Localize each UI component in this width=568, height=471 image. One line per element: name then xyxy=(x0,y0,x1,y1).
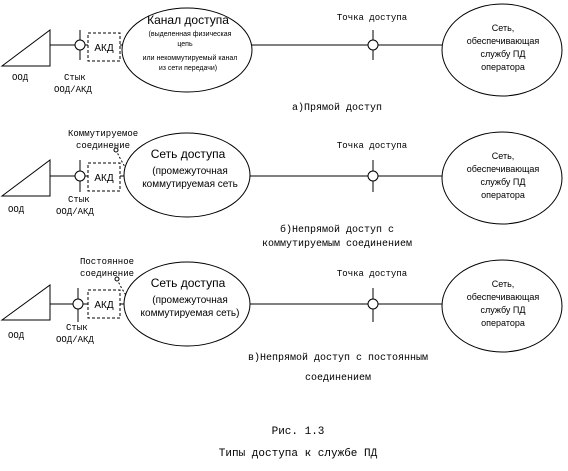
caption-c-1: в)Непрямой доступ с постоянным xyxy=(248,352,428,364)
caption-b-1: б)Непрямой доступ с xyxy=(280,223,394,236)
operator-net-b-2: обеспечивающая xyxy=(467,164,540,174)
permanent-connection-label-2: соединение xyxy=(80,269,134,279)
operator-net-a-4: оператора xyxy=(481,62,525,72)
access-network-sub-c-2: коммутируемая сеть) xyxy=(141,308,240,319)
access-network-sub-b-2: коммутируемая сеть xyxy=(142,179,238,190)
switched-connection-label-2: соединение xyxy=(76,141,130,151)
operator-network-c xyxy=(441,259,563,353)
access-channel-sub-3: или некоммутируемый канал xyxy=(143,54,238,62)
access-network-title-c: Сеть доступа xyxy=(151,276,226,290)
operator-net-a-2: обеспечивающая xyxy=(467,36,540,46)
access-point-a xyxy=(367,39,379,51)
operator-network-b xyxy=(441,131,563,225)
ood-label-c: ООД xyxy=(8,331,25,341)
akd-label-c: АКД xyxy=(94,300,113,311)
operator-net-c-3: службу ПД xyxy=(481,305,526,315)
akd-box-c xyxy=(87,289,121,319)
operator-net-c-1: Сеть, xyxy=(492,279,515,289)
ood-terminal-b xyxy=(0,159,51,197)
access-point-c xyxy=(367,298,379,310)
joint-point-b xyxy=(74,170,86,182)
access-network-sub-c-1: (промежуточная xyxy=(152,295,228,306)
switched-connection-label-1: Коммутируемое xyxy=(68,129,138,139)
operator-net-a-1: Сеть, xyxy=(492,23,515,33)
switched-connection-marker xyxy=(113,147,119,153)
caption-c-2: соединением xyxy=(305,373,371,384)
access-network-sub-b-1: (промежуточная xyxy=(152,166,228,177)
diagram-b: Коммутируемое соединение ООД Стык ООД/АК… xyxy=(0,129,563,250)
operator-net-b-1: Сеть, xyxy=(492,151,515,161)
ood-terminal-a xyxy=(0,29,51,67)
akd-box-b xyxy=(87,162,121,192)
joint-label-c-1: Стык xyxy=(66,323,88,333)
akd-label-a: АКД xyxy=(94,43,113,54)
joint-label-a-1: Стык xyxy=(64,73,86,83)
access-point-label-b: Точка доступа xyxy=(337,141,408,151)
joint-label-b-2: ООД/АКД xyxy=(56,207,94,217)
access-network-c xyxy=(123,261,251,347)
operator-net-b-4: оператора xyxy=(481,190,525,200)
permanent-connection-label-1: Постоянное xyxy=(80,257,134,267)
operator-net-a-3: службу ПД xyxy=(481,49,526,59)
figure-number: Рис. 1.3 xyxy=(272,426,325,438)
permanent-connection-line xyxy=(116,278,131,302)
ood-terminal-c xyxy=(0,284,51,321)
diagram-a: ООД Стык ООД/АКД АКД Канал доступа (выде… xyxy=(0,3,563,114)
access-point-label-a: Точка доступа xyxy=(337,13,408,23)
permanent-connection-marker xyxy=(114,276,120,282)
access-point-label-c: Точка доступа xyxy=(337,269,408,279)
access-point-b xyxy=(367,170,379,182)
access-channel-a xyxy=(121,7,253,93)
access-channel-title: Канал доступа xyxy=(147,13,229,27)
akd-box-a xyxy=(87,32,121,62)
joint-label-c-2: ООД/АКД xyxy=(56,335,94,345)
caption-a: а)Прямой доступ xyxy=(292,102,382,114)
access-network-title-b: Сеть доступа xyxy=(151,147,226,161)
joint-point-a xyxy=(74,39,86,51)
operator-network-a xyxy=(441,3,563,97)
caption-b-2: коммутируемым соединением xyxy=(262,239,412,250)
access-network-b xyxy=(123,132,251,218)
ood-label-b: ООД xyxy=(8,205,25,215)
diagram-c: Постоянное соединение ООД Стык ООД/АКД А… xyxy=(0,257,563,384)
access-channel-sub-1: (выделенная физическая xyxy=(149,31,232,38)
joint-label-b-1: Стык xyxy=(68,195,90,205)
operator-net-c-2: обеспечивающая xyxy=(467,292,540,302)
akd-label-b: АКД xyxy=(94,173,113,184)
operator-net-c-4: оператора xyxy=(481,318,525,328)
operator-net-b-3: службу ПД xyxy=(481,177,526,187)
ood-label-a: ООД xyxy=(12,73,29,83)
joint-label-a-2: ООД/АКД xyxy=(54,85,92,95)
joint-point-c xyxy=(72,298,84,310)
access-channel-sub-4: из сети передачи) xyxy=(159,65,217,72)
figure-title: Типы доступа к службе ПД xyxy=(219,447,378,460)
access-channel-sub-2: цепь xyxy=(177,41,193,48)
